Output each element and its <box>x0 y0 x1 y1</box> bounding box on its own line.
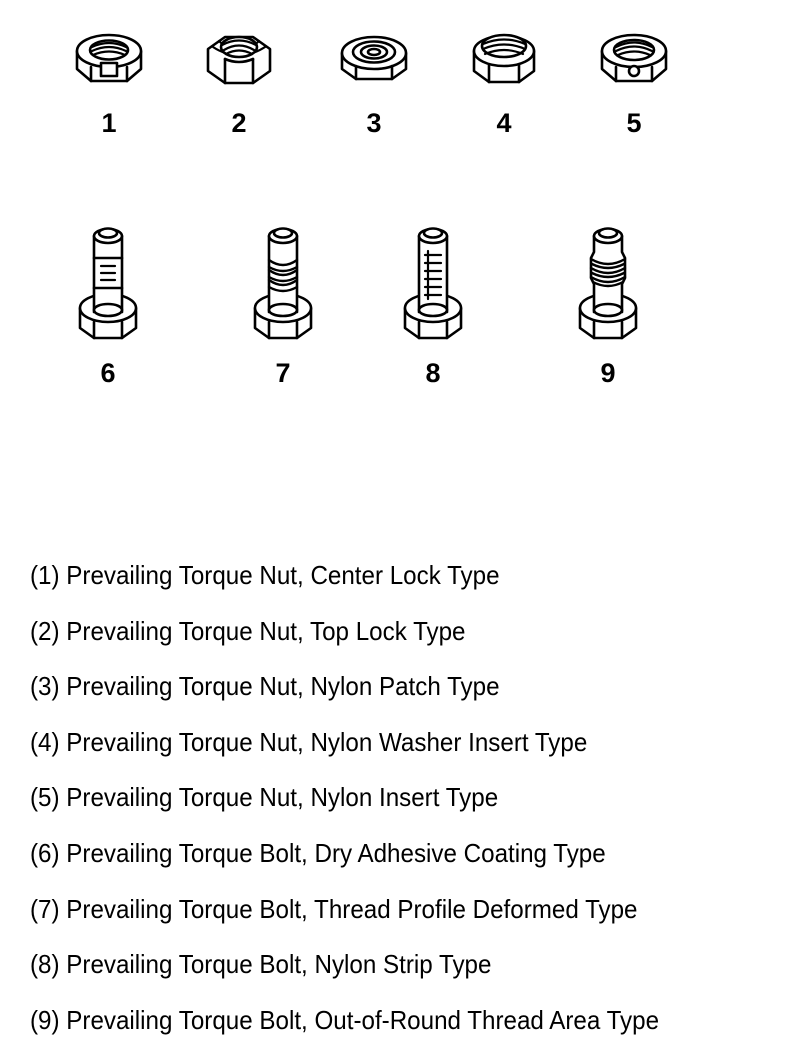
caption-item-7: (7) Prevailing Torque Bolt, Thread Profi… <box>30 893 638 924</box>
caption-item-8: (8) Prevailing Torque Bolt, Nylon Strip … <box>30 949 492 980</box>
caption-item-4: (4) Prevailing Torque Nut, Nylon Washer … <box>30 726 588 757</box>
fastener-nut-2: 2 <box>203 25 275 137</box>
caption-item-5: (5) Prevailing Torque Nut, Nylon Insert … <box>30 782 499 813</box>
nut-2-drawing <box>206 35 272 85</box>
fastener-number-label: 9 <box>600 358 616 388</box>
nut-1-drawing <box>75 33 143 83</box>
fastener-nut-5: 5 <box>598 25 670 137</box>
fastener-number-label: 8 <box>425 358 441 388</box>
fastener-bolt-9: 9 <box>570 222 646 387</box>
caption-item-9: (9) Prevailing Torque Bolt, Out-of-Round… <box>30 1004 660 1035</box>
caption-item-2: (2) Prevailing Torque Nut, Top Lock Type <box>30 615 466 646</box>
bolt-7-drawing <box>253 227 313 340</box>
fastener-nut-1: 1 <box>73 25 145 137</box>
fastener-nut-4: 4 <box>468 25 540 137</box>
nut-3-drawing <box>340 35 408 81</box>
fastener-bolt-6: 6 <box>72 222 144 387</box>
caption-list: (1) Prevailing Torque Nut, Center Lock T… <box>30 548 786 1048</box>
fastener-nut-3: 3 <box>338 25 410 137</box>
fastener-bolt-8: 8 <box>397 222 469 387</box>
bolt-8-drawing <box>403 227 463 340</box>
fastener-number-label: 1 <box>101 108 117 138</box>
caption-item-3: (3) Prevailing Torque Nut, Nylon Patch T… <box>30 671 500 702</box>
caption-item-1: (1) Prevailing Torque Nut, Center Lock T… <box>30 560 500 590</box>
fastener-number-label: 6 <box>100 358 116 388</box>
caption-item-6: (6) Prevailing Torque Bolt, Dry Adhesive… <box>30 837 606 868</box>
fastener-number-label: 7 <box>275 358 291 388</box>
fastener-number-label: 5 <box>626 108 642 138</box>
fastener-number-label: 4 <box>496 108 512 138</box>
bolt-9-drawing <box>578 227 638 340</box>
nut-5-drawing <box>600 33 668 83</box>
fastener-bolt-7: 7 <box>247 222 319 387</box>
fastener-illustration: 1 <box>0 0 800 420</box>
bolt-6-drawing <box>78 227 138 340</box>
nut-4-drawing <box>472 33 536 84</box>
fastener-number-label: 3 <box>366 108 382 138</box>
fastener-number-label: 2 <box>231 108 247 138</box>
